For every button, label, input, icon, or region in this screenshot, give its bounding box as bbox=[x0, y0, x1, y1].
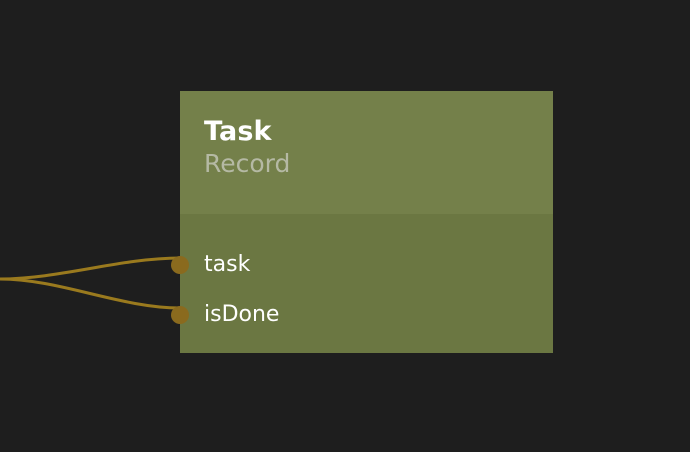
node-header[interactable]: Task Record bbox=[180, 91, 553, 214]
edge-to-isdone-port bbox=[0, 277, 182, 310]
field-row-isdone[interactable]: isDone bbox=[171, 290, 553, 340]
node-subtitle: Record bbox=[204, 149, 291, 179]
node-task[interactable]: Task Record task isDone bbox=[171, 91, 553, 353]
node-title: Task bbox=[204, 116, 272, 147]
input-port-isdone[interactable] bbox=[171, 306, 189, 324]
field-row-task[interactable]: task bbox=[171, 240, 553, 290]
input-port-task[interactable] bbox=[171, 256, 189, 274]
edge-to-task-port bbox=[0, 256, 182, 281]
field-label-isdone: isDone bbox=[204, 302, 280, 327]
node-body: task isDone bbox=[171, 214, 553, 353]
field-label-task: task bbox=[204, 252, 251, 277]
